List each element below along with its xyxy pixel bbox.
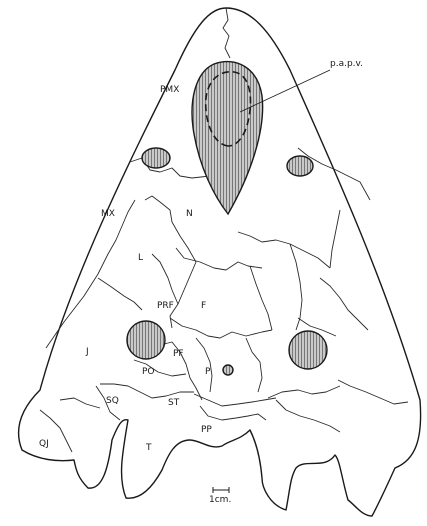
label-mx: MX (101, 209, 115, 219)
label-pf: PF (173, 349, 184, 359)
label-pmx: PMX (160, 85, 179, 95)
label-papv: p.a.p.v. (330, 59, 363, 69)
right-naris (287, 156, 313, 176)
label-st: ST (168, 398, 180, 408)
left-naris (142, 148, 170, 168)
label-f: F (201, 301, 206, 311)
right-orbit (289, 331, 327, 369)
label-p: P (205, 367, 211, 377)
pineal-foramen (223, 365, 233, 375)
label-n: N (186, 209, 193, 219)
left-orbit (127, 321, 165, 359)
scale-bar: 1cm. (209, 487, 231, 505)
label-sq: SQ (106, 396, 119, 406)
label-qj: QJ (39, 439, 49, 449)
label-t: T (145, 443, 152, 453)
label-prf: PRF (157, 301, 174, 311)
label-j: J (85, 347, 89, 357)
label-l: L (138, 253, 143, 263)
label-po: PO (142, 367, 155, 377)
label-pp: PP (201, 425, 212, 435)
scale-bar-label: 1cm. (209, 495, 231, 505)
